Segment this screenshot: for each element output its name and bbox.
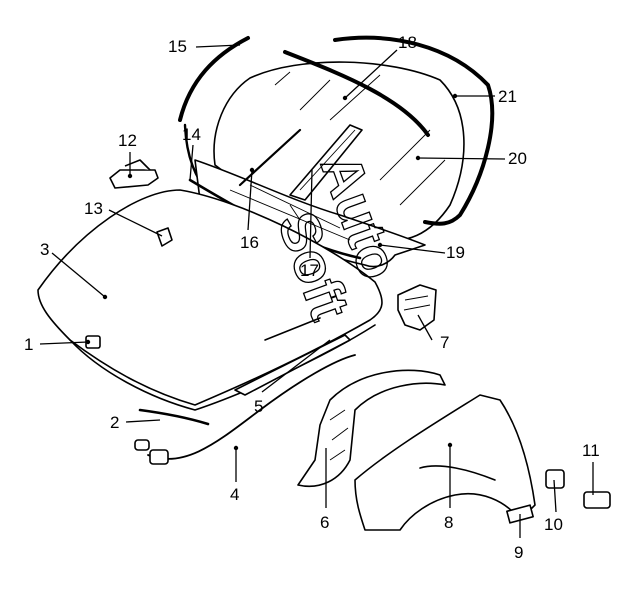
bonnet-lock[interactable] (397, 284, 437, 331)
callout-20: 20 (508, 149, 527, 168)
callout-14: 14 (182, 125, 201, 144)
callout-8: 8 (444, 513, 453, 532)
bonnet-hinge[interactable] (109, 159, 159, 189)
side-light[interactable] (583, 491, 611, 509)
callout-18: 18 (398, 33, 417, 52)
callout-6: 6 (320, 513, 329, 532)
callout-3: 3 (40, 240, 49, 259)
callout-labels: 1 2 3 4 5 6 7 8 9 10 11 12 13 14 15 16 1… (24, 33, 600, 562)
hinge-bracket[interactable] (156, 227, 173, 247)
leader-dots (85, 93, 458, 451)
callout-5: 5 (254, 397, 263, 416)
callout-11: 11 (582, 441, 600, 460)
callout-4: 4 (230, 485, 239, 504)
callout-12: 12 (118, 131, 137, 150)
callout-7: 7 (440, 333, 449, 352)
callout-2: 2 (110, 413, 119, 432)
upper-molding[interactable] (283, 50, 430, 137)
windshield-seal[interactable] (333, 35, 495, 226)
callout-1: 1 (24, 335, 33, 354)
indicator-bracket[interactable] (545, 469, 565, 489)
callout-15: 15 (168, 37, 187, 56)
bonnet-support[interactable] (234, 317, 351, 396)
front-seal-strip[interactable] (138, 408, 210, 426)
side-molding[interactable] (178, 36, 250, 122)
leader-lines (39, 44, 594, 538)
callout-21: 21 (498, 87, 517, 106)
callout-10: 10 (544, 515, 563, 534)
callout-16: 16 (240, 233, 259, 252)
callout-9: 9 (514, 543, 523, 562)
front-wing[interactable] (354, 394, 536, 531)
callout-13: 13 (84, 199, 103, 218)
wiper-blade[interactable] (238, 128, 302, 187)
wiper-arm[interactable] (289, 124, 363, 201)
wheel-arch-liner[interactable] (297, 369, 446, 487)
callout-17: 17 (300, 261, 319, 280)
release-cable[interactable] (134, 354, 356, 465)
callout-19: 19 (446, 243, 465, 262)
